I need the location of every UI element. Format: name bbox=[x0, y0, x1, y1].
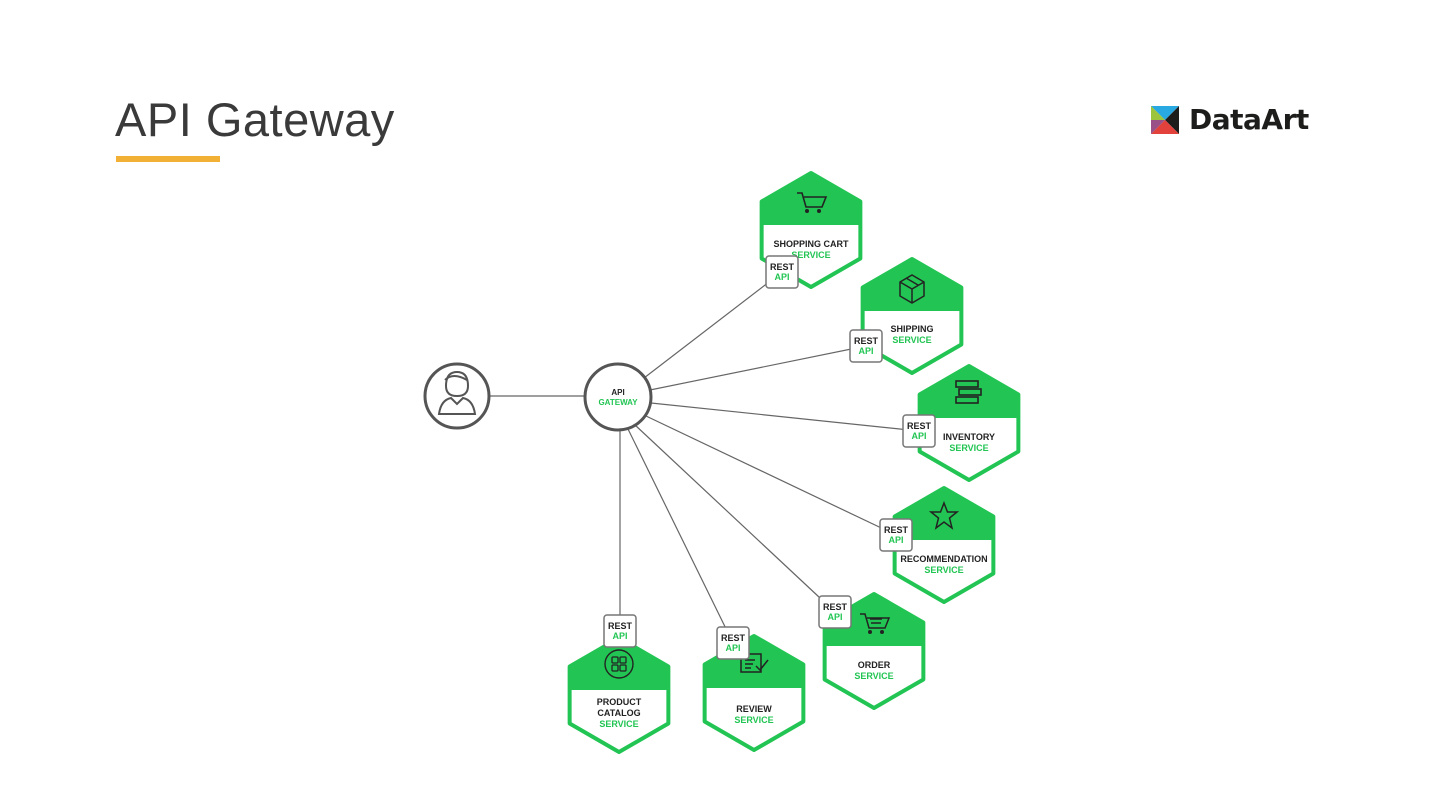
brand-logo: DataArt bbox=[1151, 103, 1309, 136]
inventory-label-line1: INVENTORY bbox=[943, 432, 995, 442]
stack-icon bbox=[955, 380, 982, 404]
inventory-hexagon-cap bbox=[919, 366, 1019, 418]
review-label-line1: REVIEW bbox=[736, 704, 772, 714]
rest-badge-line2: API bbox=[911, 431, 926, 441]
order-cart-icon bbox=[860, 613, 891, 634]
star-icon bbox=[928, 500, 960, 530]
shipping-label-suffix: SERVICE bbox=[892, 335, 931, 345]
rest-badge-line2: API bbox=[725, 643, 740, 653]
product-catalog-label-line2: CATALOG bbox=[597, 708, 640, 718]
title-underline bbox=[116, 156, 220, 162]
rest-badge-line1: REST bbox=[854, 336, 879, 346]
services: SHOPPING CARTSERVICERESTAPISHIPPINGSERVI… bbox=[567, 171, 1021, 754]
rest-badge-line1: REST bbox=[884, 525, 909, 535]
gateway-label-line1: API bbox=[611, 388, 624, 397]
recommendation-label-suffix: SERVICE bbox=[924, 565, 963, 575]
product-catalog-label-suffix: SERVICE bbox=[599, 719, 638, 729]
rest-badge-line2: API bbox=[888, 535, 903, 545]
catalog-grid-icon bbox=[604, 649, 634, 679]
gateway-label-line2: GATEWAY bbox=[598, 398, 638, 407]
shipping-label-line1: SHIPPING bbox=[890, 324, 933, 334]
shopping-cart-label-suffix: SERVICE bbox=[791, 250, 830, 260]
client bbox=[423, 362, 491, 430]
gateway-line-review bbox=[627, 428, 734, 644]
rest-badge-line2: API bbox=[858, 346, 873, 356]
shopping-cart-label-line1: SHOPPING CART bbox=[773, 239, 849, 249]
product-catalog-hexagon-cap bbox=[569, 638, 669, 690]
gateway-line-shipping bbox=[649, 345, 867, 391]
rest-badge-line2: API bbox=[774, 272, 789, 282]
dataart-logo-icon bbox=[1151, 105, 1179, 134]
rest-badge-line1: REST bbox=[770, 262, 795, 272]
rest-badge-line2: API bbox=[612, 631, 627, 641]
review-hexagon-cap bbox=[704, 636, 804, 688]
order-label-suffix: SERVICE bbox=[854, 671, 893, 681]
rest-badge-line1: REST bbox=[823, 602, 848, 612]
order-label-line1: ORDER bbox=[858, 660, 891, 670]
gateway-line-shopping-cart bbox=[643, 271, 783, 379]
review-label-suffix: SERVICE bbox=[734, 715, 773, 725]
cart-icon bbox=[797, 192, 828, 213]
rest-badge-line1: REST bbox=[907, 421, 932, 431]
page-title: API Gateway bbox=[115, 93, 395, 146]
recommendation-hexagon-cap bbox=[894, 488, 994, 540]
package-icon bbox=[899, 274, 925, 304]
rest-badge-line2: API bbox=[827, 612, 842, 622]
gateway-line-inventory bbox=[650, 402, 920, 432]
recommendation-label-line1: RECOMMENDATION bbox=[900, 554, 987, 564]
shipping-hexagon-cap bbox=[862, 259, 962, 311]
shopping-cart-hexagon-cap bbox=[761, 173, 861, 225]
gateway-line-order bbox=[634, 424, 836, 613]
inventory-label-suffix: SERVICE bbox=[949, 443, 988, 453]
gateway-line-recommendation bbox=[645, 415, 897, 536]
product-catalog-label-line1: PRODUCT bbox=[597, 697, 642, 707]
brand-name: DataArt bbox=[1189, 103, 1309, 136]
rest-badge-line1: REST bbox=[721, 633, 746, 643]
user-icon bbox=[437, 370, 477, 415]
rest-badge-line1: REST bbox=[608, 621, 633, 631]
review-icon bbox=[740, 653, 769, 673]
connection-lines bbox=[489, 271, 920, 644]
api-gateway-node: API GATEWAY bbox=[583, 362, 653, 432]
order-hexagon-cap bbox=[824, 594, 924, 646]
